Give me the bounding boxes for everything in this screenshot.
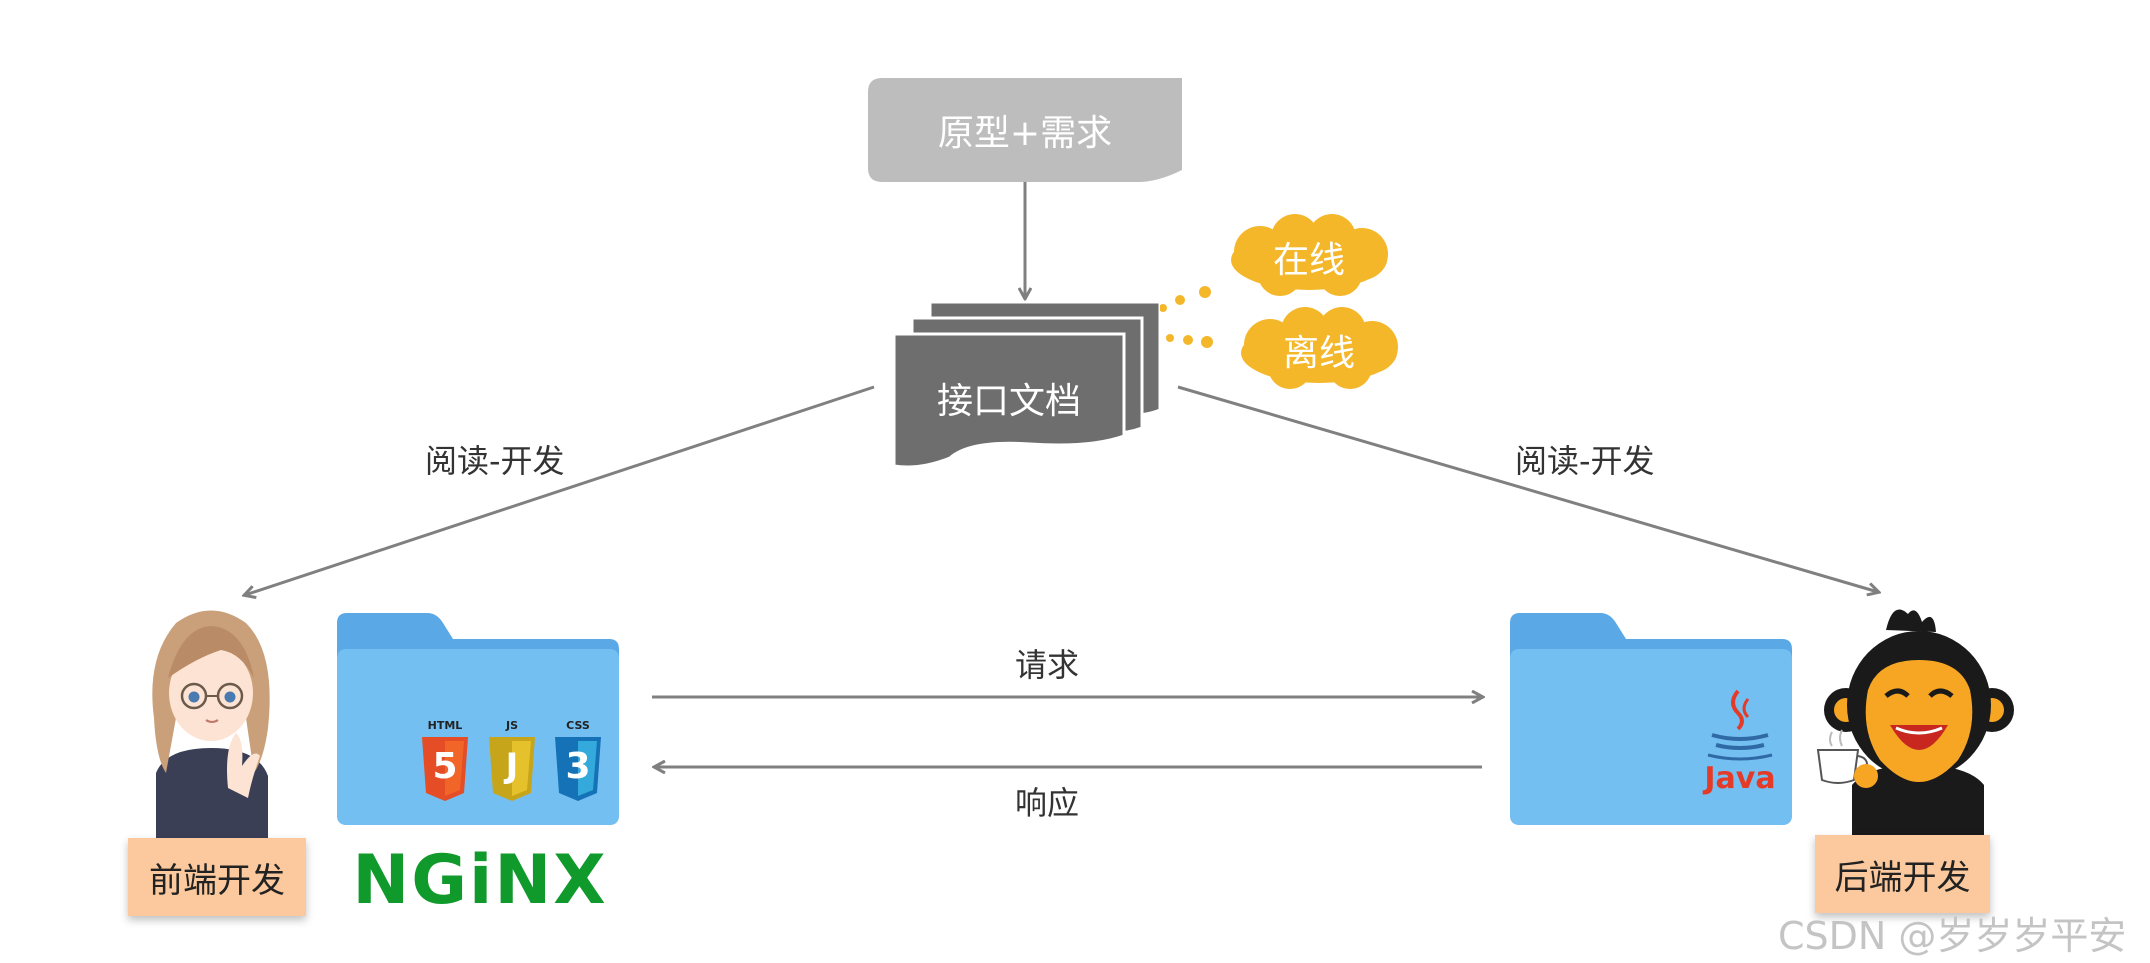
request-label: 请求 <box>1015 646 1080 684</box>
prototype-shape <box>868 78 1182 182</box>
read-dev-right-label: 阅读-开发 <box>1515 442 1655 480</box>
nginx-logo: NGiNX <box>352 840 608 920</box>
java-wordmark: Java <box>1704 761 1776 796</box>
js-caption: JS <box>505 719 518 732</box>
css3-logo: CSS 3 <box>553 719 603 805</box>
css3-caption: CSS <box>566 719 590 732</box>
html5-badge: 5 <box>432 745 458 787</box>
prototype-label: 原型+需求 <box>937 113 1113 154</box>
prototype-node: 原型+需求 <box>868 78 1182 182</box>
api-doc-node: 接口文档 <box>890 298 1160 473</box>
watermark: CSDN @岁岁岁平安 <box>1778 914 2127 958</box>
css3-badge: 3 <box>565 745 591 787</box>
monkey-with-coffee-illustration <box>1816 609 2014 835</box>
offline-label: 离线 <box>1282 333 1355 374</box>
cloud-shape <box>1231 214 1388 296</box>
html5-caption: HTML <box>427 719 463 732</box>
online-cloud: 在线 <box>1220 212 1398 302</box>
js-badge: J <box>505 746 519 786</box>
response-label: 响应 <box>1015 784 1080 822</box>
js-shield-icon <box>489 737 535 801</box>
api-doc-label: 接口文档 <box>936 381 1081 422</box>
frontend-avatar <box>136 598 286 838</box>
folder-icon <box>337 613 619 825</box>
frontend-folder: HTML 5 JS J CSS 3 <box>337 613 619 825</box>
js-logo: JS J <box>487 719 537 805</box>
css3-shield-icon <box>555 737 601 801</box>
document-stack-shape <box>892 300 1160 469</box>
read-dev-left-label: 阅读-开发 <box>425 442 565 480</box>
backend-label: 后端开发 <box>1815 835 1990 913</box>
cloud-shape <box>1241 307 1398 389</box>
folder-icon <box>1510 613 1792 825</box>
backend-avatar <box>1808 600 2032 835</box>
html5-logo: HTML 5 <box>420 719 470 805</box>
online-label: 在线 <box>1272 240 1345 281</box>
offline-cloud: 离线 <box>1230 305 1408 395</box>
cloud-connector-dots <box>1159 286 1213 348</box>
arrow-doc-to-backend <box>1177 385 1878 592</box>
java-cup-icon <box>1707 689 1773 761</box>
html5-shield-icon <box>422 737 468 801</box>
backend-folder: Java <box>1510 613 1792 825</box>
anime-girl-illustration <box>152 610 270 838</box>
arrow-doc-to-frontend <box>245 385 875 595</box>
frontend-label: 前端开发 <box>128 838 306 916</box>
